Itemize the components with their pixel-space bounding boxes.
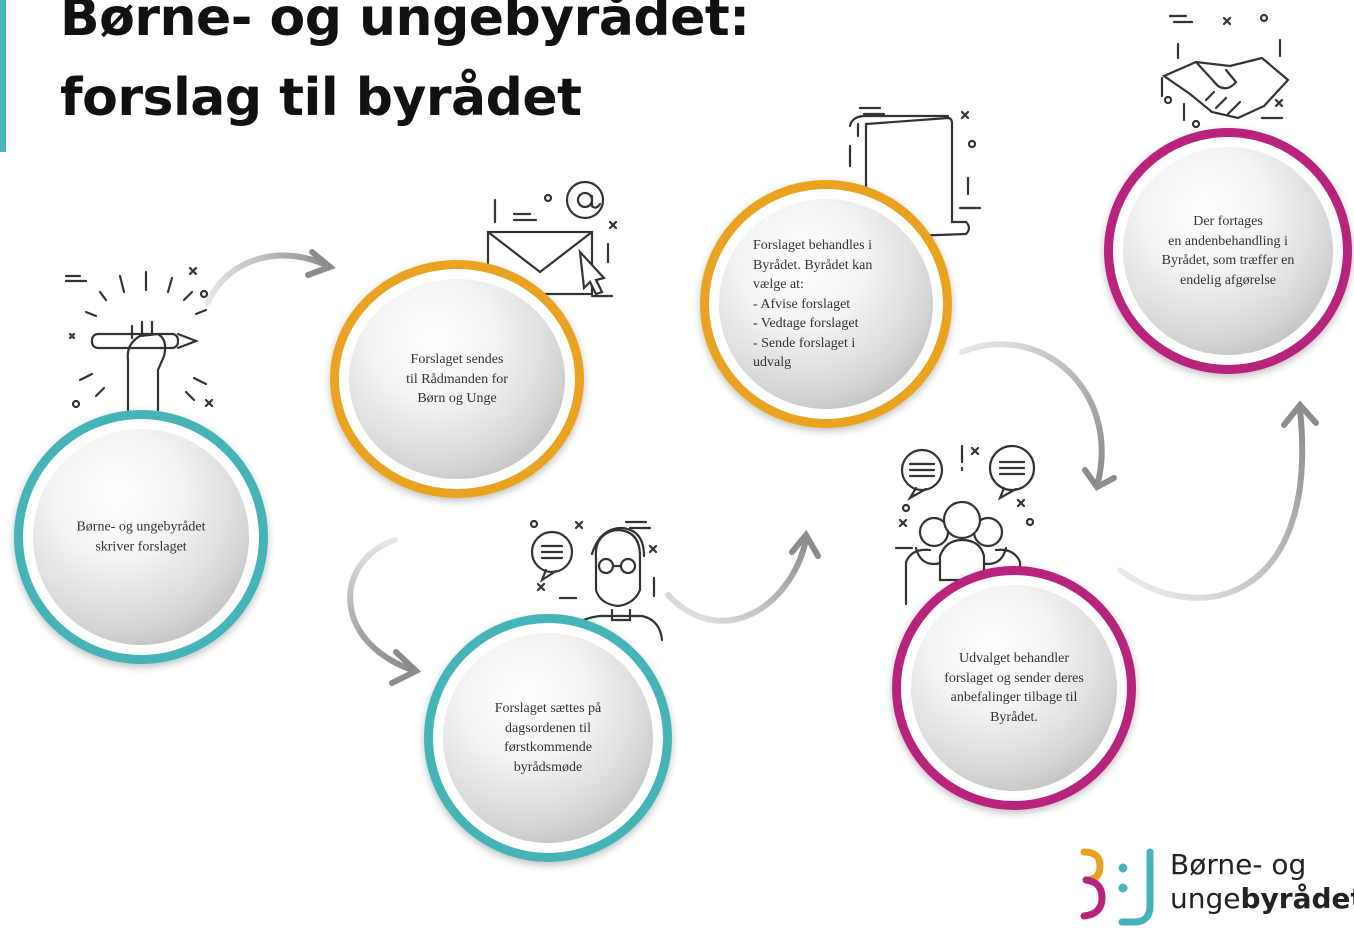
step-5-circle: Udvalget behandler forslaget og sender d… [892, 566, 1136, 810]
handshake-icon [1160, 13, 1290, 129]
flow-arrow-3 [665, 529, 821, 624]
logo: Børne- og ungebyrådet [1170, 848, 1354, 916]
step-4-circle: Forslaget behandles i Byrådet. Byrådet k… [700, 180, 952, 428]
page-title: Børne- og ungebyrådet: forslag til byråd… [60, 0, 750, 138]
flow-arrow-5 [1117, 400, 1319, 601]
flow-arrow-1 [205, 249, 336, 305]
step-1-circle: Børne- og ungebyrådet skriver forslaget [14, 410, 268, 664]
page-title-line-1: Børne- og ungebyrådet: [60, 0, 750, 48]
logo-mark-icon [1080, 848, 1154, 926]
step-5-text: Udvalget behandler forslaget og sender d… [944, 651, 1084, 725]
logo-line-2-regular: unge [1170, 882, 1241, 915]
committee-group-icon [894, 444, 1036, 606]
page-title-line-2: forslag til byrådet [60, 68, 582, 128]
document-scroll-icon [848, 106, 982, 238]
step-6-text: Der fortages en andenbehandling i Byråde… [1161, 214, 1295, 288]
step-2-text: Forslaget sendes til Rådmanden for Børn … [406, 351, 508, 406]
step-3-circle: Forslaget sættes på dagsordenen til førs… [424, 614, 672, 862]
hand-holding-pen-icon [64, 266, 214, 412]
step-2-circle: Forslaget sendes til Rådmanden for Børn … [330, 260, 584, 498]
title-accent-bar [0, 0, 6, 152]
step-6-circle: Der fortages en andenbehandling i Byråde… [1104, 128, 1352, 374]
flow-arrow-4 [959, 341, 1117, 491]
email-envelope-icon [486, 180, 618, 298]
flow-arrow-2 [347, 537, 422, 686]
person-speaking-icon [529, 519, 664, 642]
step-3-text: Forslaget sættes på dagsordenen til førs… [494, 701, 602, 775]
step-1-text: Børne- og ungebyrådet skriver forslaget [76, 519, 206, 555]
logo-line-2: ungebyrådet [1170, 882, 1354, 916]
step-4-text: Forslaget behandles i Byrådet. Byrådet k… [753, 237, 873, 370]
logo-line-2-bold: byrådet [1240, 882, 1354, 915]
logo-line-1: Børne- og [1170, 848, 1307, 881]
